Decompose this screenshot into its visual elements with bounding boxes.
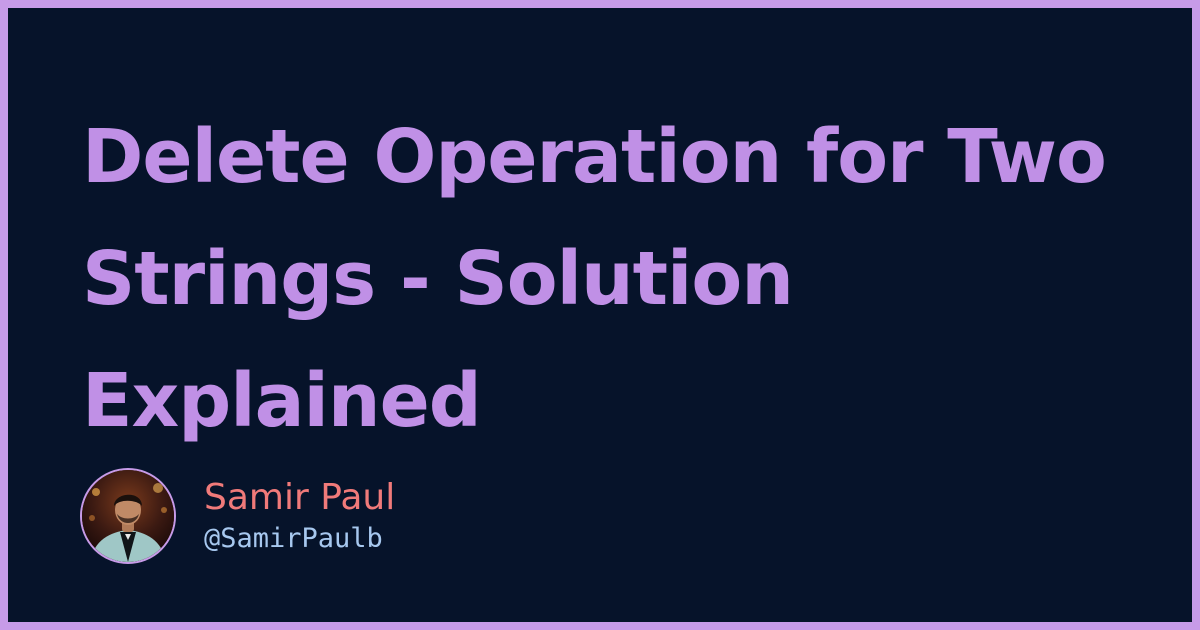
author-name: Samir Paul <box>204 477 396 518</box>
person-photo-icon <box>82 470 174 562</box>
avatar <box>80 468 176 564</box>
author-meta: Samir Paul @SamirPaulb <box>204 476 395 556</box>
page-title: Delete Operation for Two Strings - Solut… <box>82 114 1107 444</box>
author-block: Samir Paul @SamirPaulb <box>80 466 395 566</box>
author-handle: @SamirPaulb <box>204 523 383 554</box>
